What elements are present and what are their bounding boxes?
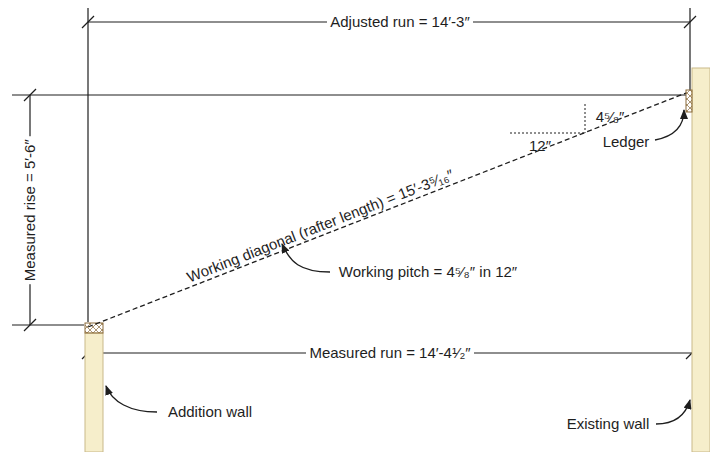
pitch-rise-label: 4⁵⁄₈″ — [593, 109, 628, 126]
dimension-label: Measured rise = 5′-6″ — [22, 136, 39, 284]
dimension-label: Adjusted run = 14′-3″ — [327, 14, 472, 31]
pitch-triangle — [510, 104, 585, 133]
callout-label: Addition wall — [165, 404, 255, 421]
existing-wall — [686, 68, 710, 452]
dimension-lines — [12, 8, 698, 359]
pitch-run-label: 12″ — [526, 138, 554, 155]
callout-label: Ledger — [600, 134, 653, 151]
addition-wall — [85, 323, 103, 452]
dimension-label: Measured run = 14′-4¹⁄₂″ — [306, 345, 473, 362]
callout-label: Existing wall — [564, 416, 653, 433]
callout-label: Working pitch = 4⁵⁄₈″ in 12″ — [336, 264, 520, 281]
rafter-diagonal — [88, 93, 686, 327]
ledger-board — [686, 90, 692, 112]
leader-arrows — [106, 110, 690, 424]
